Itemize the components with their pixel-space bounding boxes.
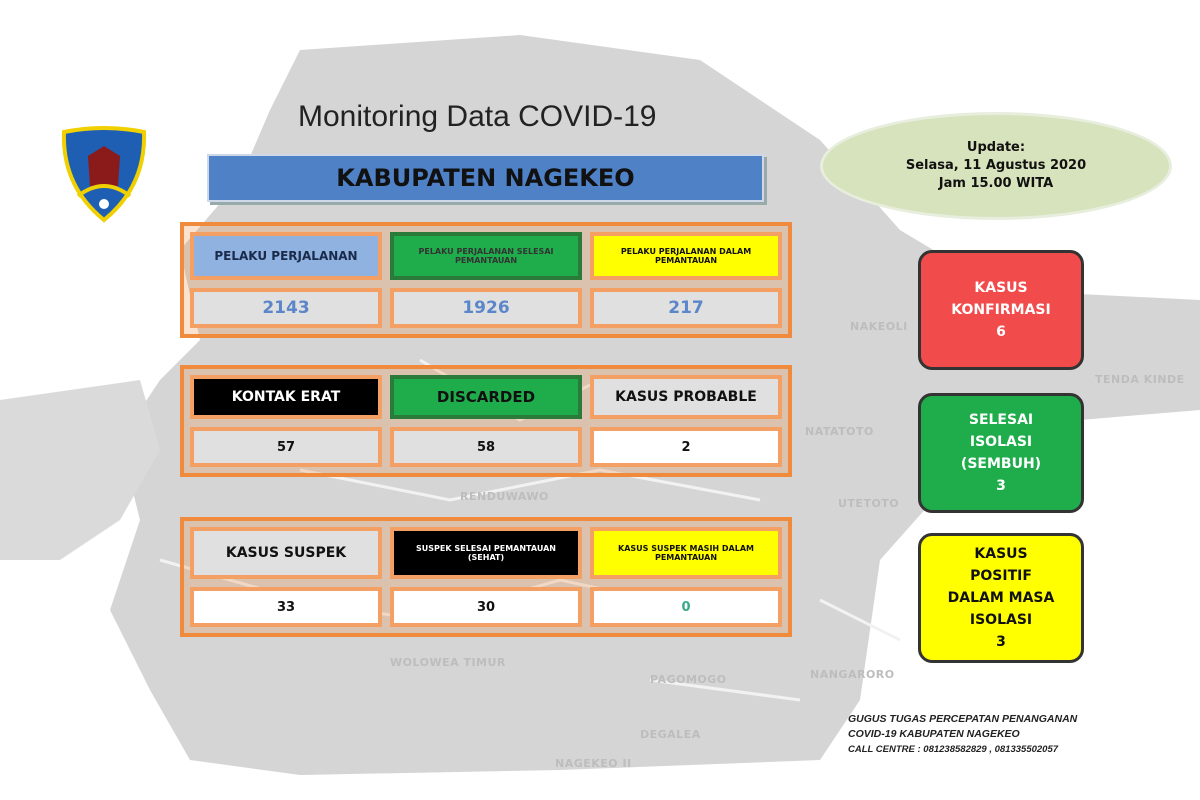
recovered-card: SELESAI ISOLASI (SEMBUH) 3 [918, 393, 1084, 513]
discarded-label: DISCARDED [390, 375, 582, 419]
travelers-group: PELAKU PERJALANAN PELAKU PERJALANAN SELE… [180, 222, 792, 338]
probable-label: KASUS PROBABLE [590, 375, 782, 419]
suspect-label: KASUS SUSPEK [190, 527, 382, 579]
isolation-card: KASUS POSITIF DALAM MASA ISOLASI 3 [918, 533, 1084, 663]
footer-line2: COVID-19 KABUPATEN NAGEKEO [848, 728, 1020, 740]
recovered-value: 3 [996, 478, 1006, 494]
contacts-group: KONTAK ERAT DISCARDED KASUS PROBABLE 57 … [180, 365, 792, 477]
footer-contact: GUGUS TUGAS PERCEPATAN PENANGANAN COVID-… [848, 712, 1077, 757]
map-label: DEGALEA [640, 728, 701, 741]
footer-line1: GUGUS TUGAS PERCEPATAN PENANGANAN [848, 713, 1078, 725]
travelers-label: PELAKU PERJALANAN [190, 232, 382, 280]
update-date: Selasa, 11 Agustus 2020 [905, 158, 1087, 173]
suspect-healthy-value: 30 [390, 587, 582, 627]
update-badge: Update: Selasa, 11 Agustus 2020 Jam 15.0… [820, 112, 1172, 220]
map-label: TENDA KINDE [1095, 373, 1185, 386]
travelers-monitoring-value: 217 [590, 288, 782, 328]
suspect-healthy-label: SUSPEK SELESAI PEMANTAUAN (SEHAT) [390, 527, 582, 579]
travelers-monitoring-label: PELAKU PERJALANAN DALAM PEMANTAUAN [590, 232, 782, 280]
suspect-monitoring-value: 0 [590, 587, 782, 627]
map-label: UTETOTO [838, 497, 900, 510]
close-contact-value: 57 [190, 427, 382, 467]
confirmed-label: KASUS KONFIRMASI [951, 280, 1051, 318]
page-title: Monitoring Data COVID-19 [298, 100, 657, 133]
map-label: NANGARORO [810, 668, 895, 681]
isolation-value: 3 [996, 634, 1006, 650]
recovered-label: SELESAI ISOLASI (SEMBUH) [960, 412, 1042, 472]
update-label: Update: [966, 140, 1026, 155]
suspect-group: KASUS SUSPEK SUSPEK SELESAI PEMANTAUAN (… [180, 517, 792, 637]
map-label: NAGEKEO II [555, 757, 632, 770]
map-label: RENDUWAWO [460, 490, 549, 503]
close-contact-label: KONTAK ERAT [190, 375, 382, 419]
suspect-value: 33 [190, 587, 382, 627]
region-banner: KABUPATEN NAGEKEO [207, 154, 764, 202]
travelers-finished-label: PELAKU PERJALANAN SELESAI PEMANTAUAN [390, 232, 582, 280]
probable-value: 2 [590, 427, 782, 467]
travelers-finished-value: 1926 [390, 288, 582, 328]
suspect-monitoring-label: KASUS SUSPEK MASIH DALAM PEMANTAUAN [590, 527, 782, 579]
footer-call-centre: CALL CENTRE : 081238582829 , 08133550205… [848, 744, 1059, 755]
travelers-value: 2143 [190, 288, 382, 328]
map-label: PAGOMOGO [650, 673, 727, 686]
confirmed-cases-card: KASUS KONFIRMASI 6 [918, 250, 1084, 370]
regency-emblem-logo [61, 126, 147, 223]
discarded-value: 58 [390, 427, 582, 467]
confirmed-value: 6 [996, 324, 1006, 340]
map-label: WOLOWEA TIMUR [390, 656, 506, 669]
map-label: NATATOTO [805, 425, 874, 438]
update-time: Jam 15.00 WITA [938, 176, 1054, 191]
map-label: NAKEOLI [850, 320, 908, 333]
isolation-label: KASUS POSITIF DALAM MASA ISOLASI [947, 546, 1055, 628]
